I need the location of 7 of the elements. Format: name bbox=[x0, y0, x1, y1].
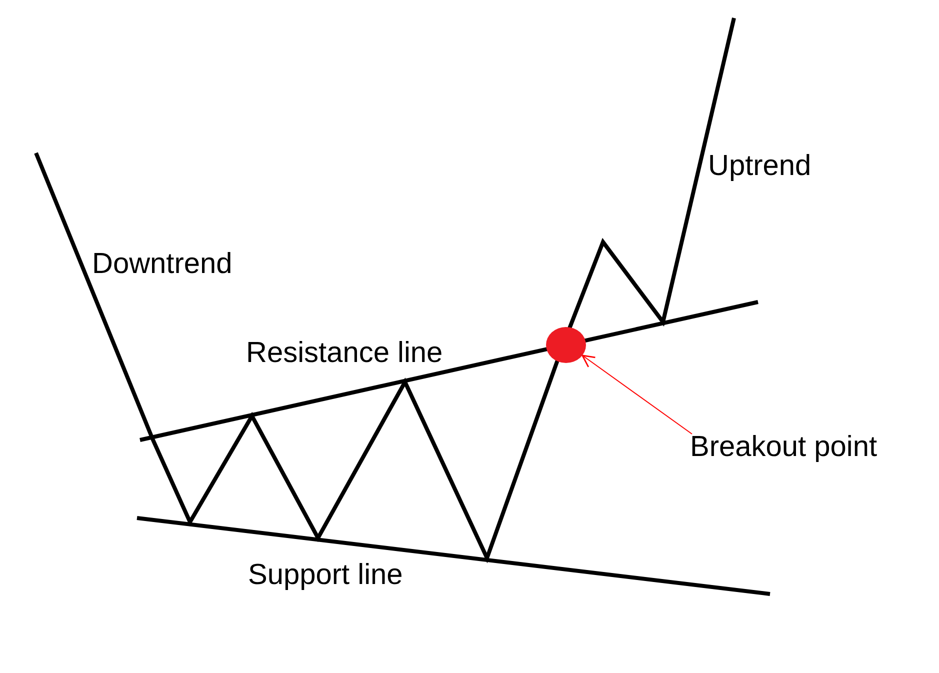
line-label: Resistance line bbox=[246, 336, 443, 370]
trend-label: Downtrend bbox=[92, 247, 232, 281]
line-label: Support line bbox=[248, 558, 403, 592]
trend-label: Uptrend bbox=[708, 149, 812, 183]
breakout-dot bbox=[546, 327, 586, 363]
leader-arrow bbox=[582, 354, 692, 434]
callout-label: Breakout point bbox=[690, 430, 878, 464]
